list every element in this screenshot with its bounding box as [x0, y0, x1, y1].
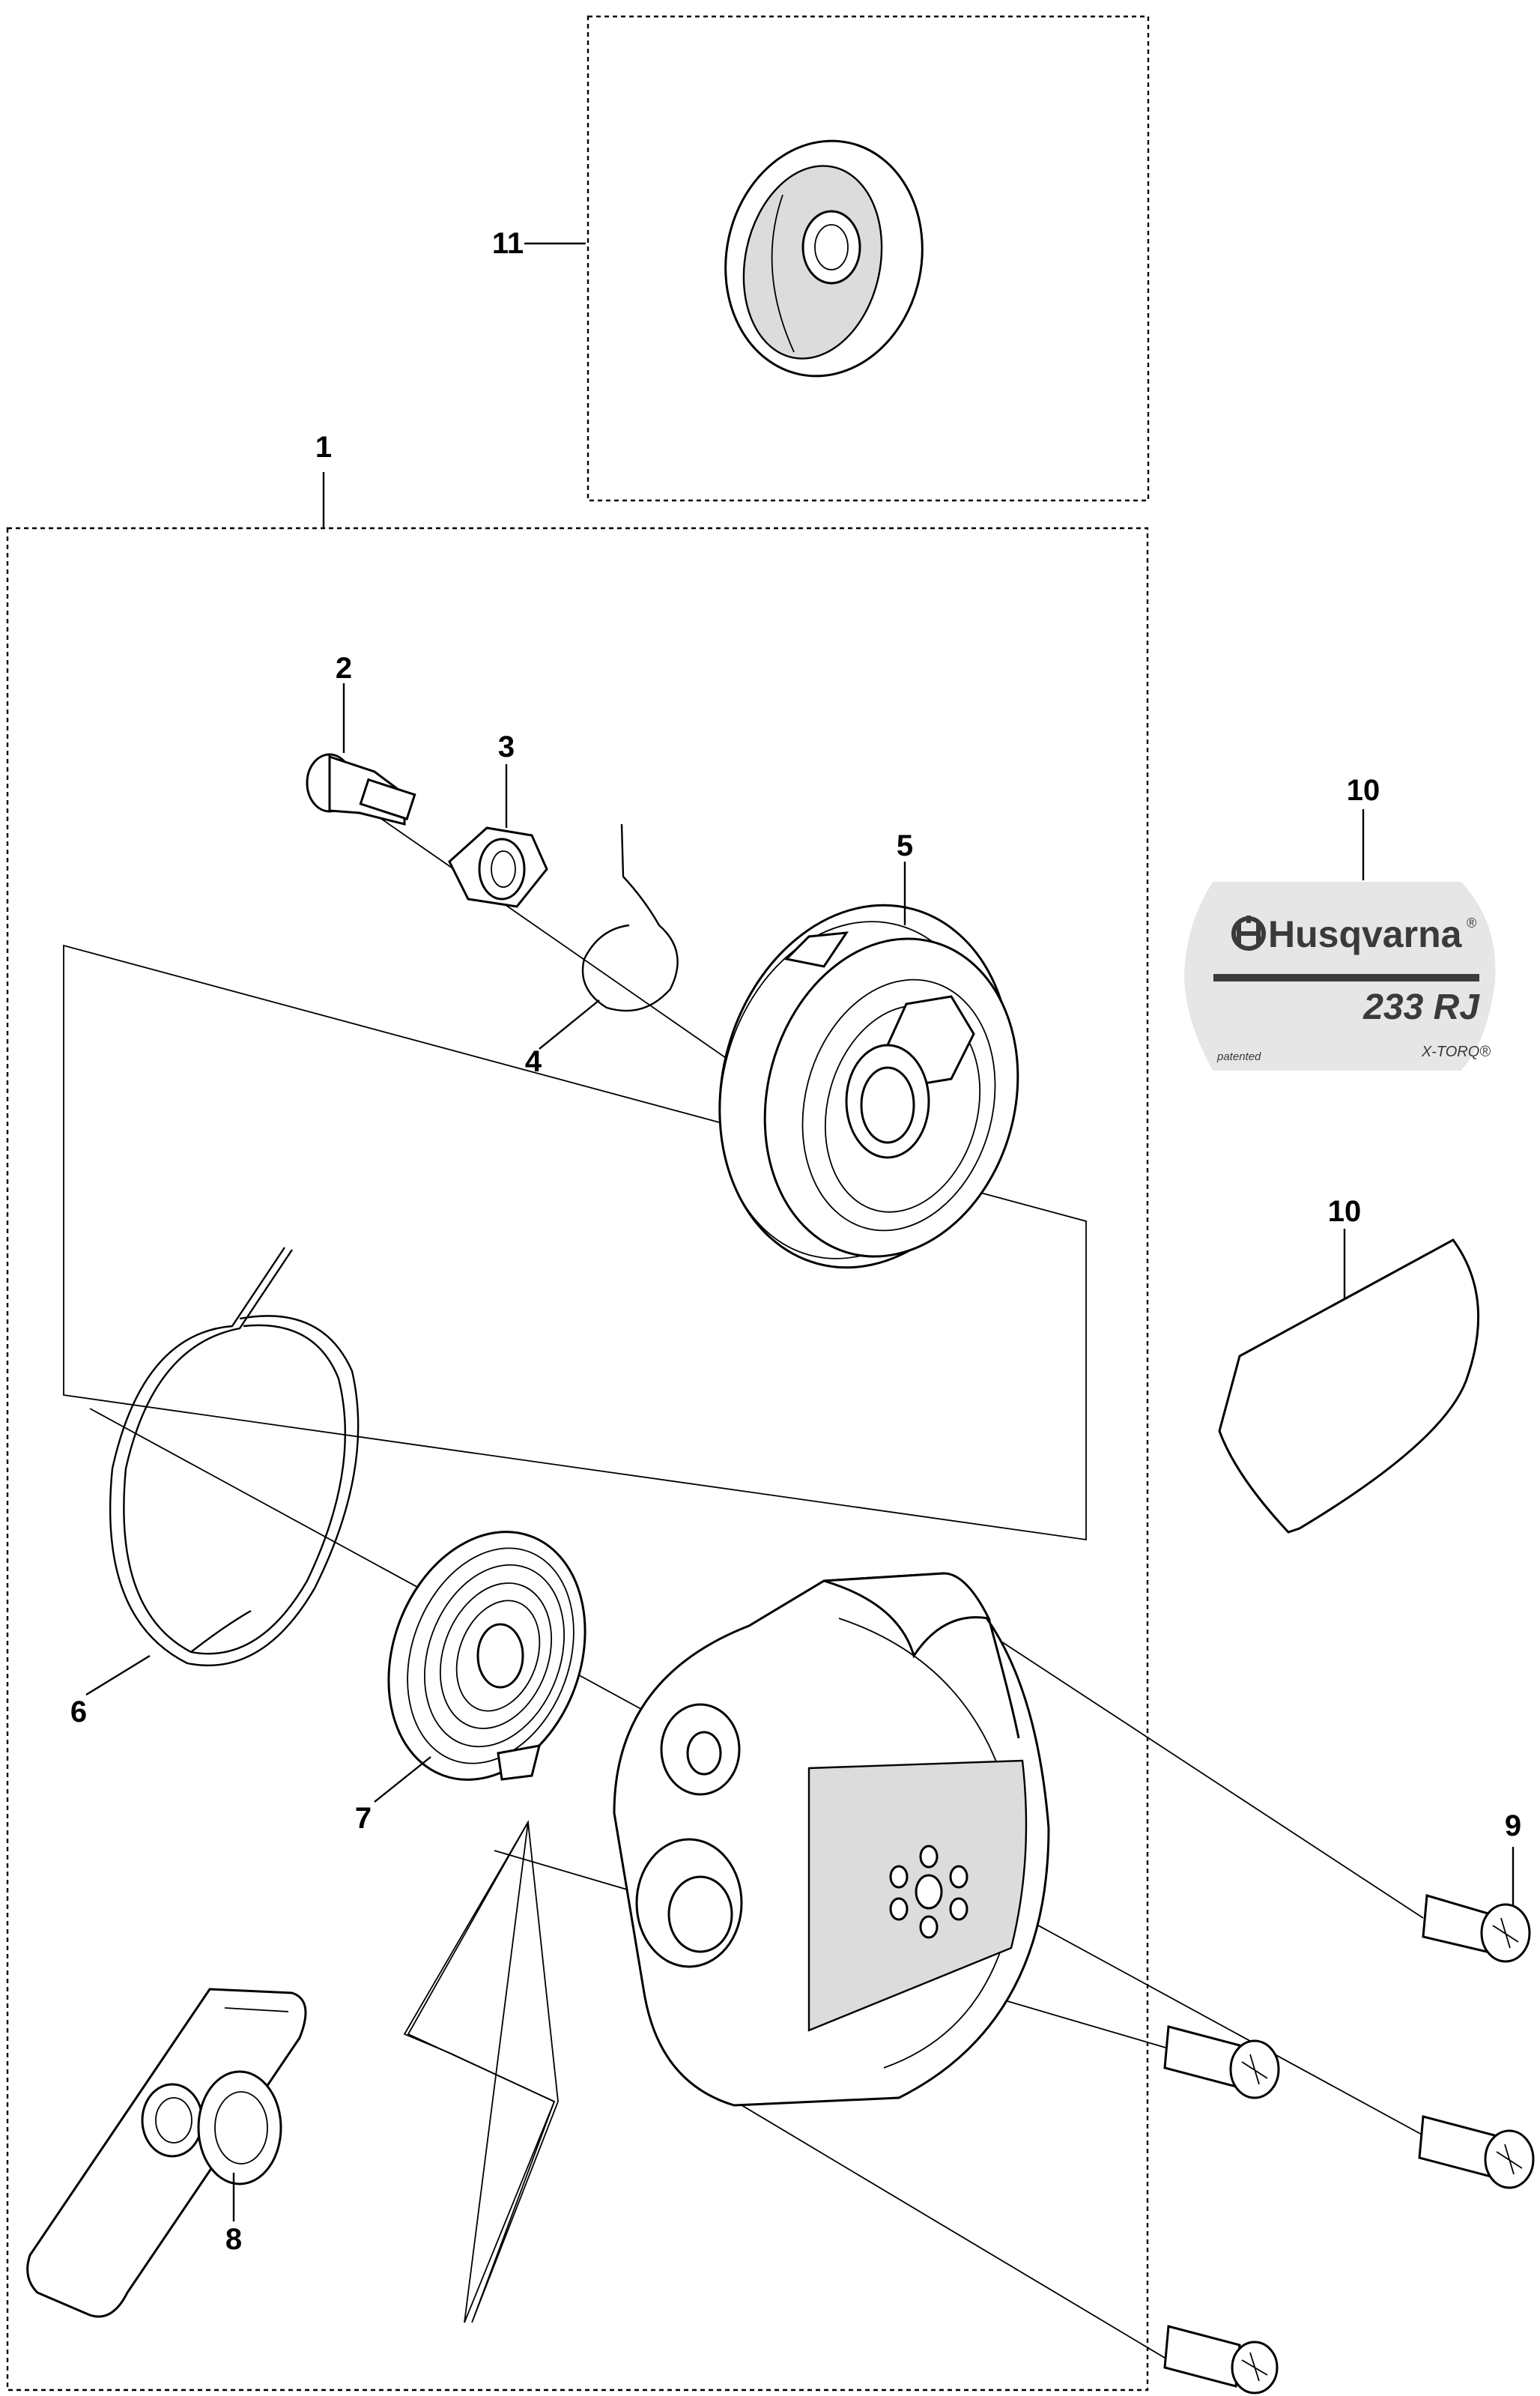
- callout-6: 6: [70, 1695, 87, 1728]
- callout-9: 9: [1505, 1809, 1521, 1842]
- reference-plane-handle: [407, 1821, 556, 2323]
- callout-1: 1: [315, 431, 332, 464]
- brand-logo-icon: [1231, 916, 1266, 951]
- decal-model: 233 RJ: [1362, 987, 1480, 1027]
- kit-box-11: [586, 15, 1150, 502]
- callout-8: 8: [225, 2223, 242, 2256]
- housing-vent: [889, 1845, 968, 1939]
- starter-housing: [613, 1572, 1050, 2107]
- part-7-spiral-spring: [387, 1531, 586, 1781]
- callout-10-backing: 10: [1328, 1195, 1362, 1228]
- part-9-screw-a: [1422, 1894, 1531, 1963]
- axis-line-screw-top: [988, 1633, 1424, 1919]
- part-9-screw-c: [1418, 2115, 1535, 2189]
- part-9-screw-d: [1163, 2325, 1279, 2395]
- part-2-shoulder-bolt: [306, 753, 416, 826]
- part-9-screw-b: [1163, 2025, 1280, 2099]
- part-8-starter-handle: [26, 1988, 307, 2318]
- part-4-spring-clip: [581, 823, 679, 1012]
- callout-7: 7: [355, 1802, 372, 1835]
- callout-3: 3: [498, 730, 515, 763]
- reference-plane-lower: [403, 1820, 559, 2323]
- part-10-decal-backing: [1218, 1238, 1480, 1534]
- part-5-rope-pulley: [718, 904, 1019, 1269]
- part-6-coil-spring-wire: [109, 1247, 360, 1667]
- callout-2: 2: [336, 652, 352, 685]
- callout-4: 4: [525, 1045, 542, 1078]
- leader-7: [374, 1756, 431, 1803]
- decal-brand: Husqvarna: [1268, 913, 1463, 955]
- callout-11: 11: [492, 227, 524, 260]
- leader-4: [539, 999, 600, 1050]
- part-11-starter-cup: [724, 139, 924, 378]
- decal-footnote: patented: [1216, 1050, 1261, 1063]
- part-3-nut: [448, 826, 548, 908]
- decal-engine: X-TORQ®: [1421, 1044, 1491, 1060]
- callout-5: 5: [897, 829, 913, 862]
- leader-6: [85, 1654, 151, 1696]
- part-10-decal: Husqvarna ® 233 RJ patented X-TORQ®: [1183, 882, 1496, 1071]
- decal-stripe: [1213, 974, 1479, 981]
- callout-10-decal: 10: [1347, 774, 1380, 807]
- assembly-box-1: [6, 527, 1149, 2392]
- axis-line-screw-bottom: [703, 2082, 1169, 2361]
- decal-registered: ®: [1467, 916, 1476, 931]
